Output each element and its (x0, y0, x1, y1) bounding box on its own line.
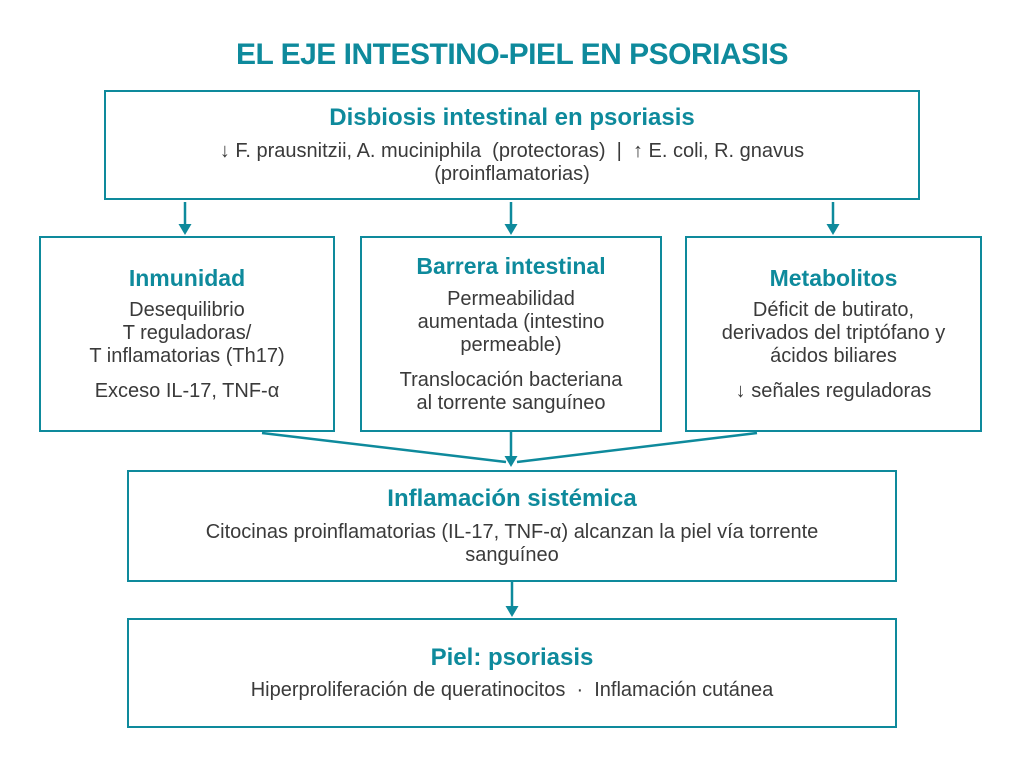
connector-metabolitos-to-systemic (516, 431, 758, 464)
systemic-inflammation-box: Inflamación sistémica Citocinas proinfla… (127, 470, 897, 582)
arrowhead-to-metabolitos-icon (826, 224, 840, 235)
dysbiosis-box: Disbiosis intestinal en psoriasis ↓ F. p… (104, 90, 920, 200)
inmunidad-heading: Inmunidad (128, 264, 246, 291)
skin-heading: Piel: psoriasis (430, 643, 594, 671)
metabolitos-body-1: Déficit de butirato, derivados del tript… (721, 299, 946, 368)
skin-psoriasis-box: Piel: psoriasis Hiperproliferación de qu… (127, 618, 897, 728)
skin-body: Hiperproliferación de queratinocitos · I… (250, 679, 774, 702)
metabolitos-box: Metabolitos Déficit de butirato, derivad… (685, 236, 982, 432)
inmunidad-body-1: Desequilibrio T reguladoras/ T inflamato… (89, 299, 285, 368)
arrowhead-to-systemic-icon (504, 456, 518, 467)
metabolitos-body-2: ↓ señales reguladoras (735, 380, 932, 403)
systemic-body: Citocinas proinflamatorias (IL-17, TNF-α… (205, 520, 819, 566)
barrera-heading: Barrera intestinal (416, 253, 606, 280)
dysbiosis-body: ↓ F. prausnitzii, A. muciniphila (protec… (219, 139, 805, 185)
barrera-body-1: Permeabilidad aumentada (intestino perme… (417, 287, 605, 356)
inmunidad-body-2: Exceso IL-17, TNF-α (94, 380, 280, 403)
arrowhead-to-inmunidad-icon (178, 224, 192, 235)
dysbiosis-heading: Disbiosis intestinal en psoriasis (329, 104, 695, 132)
systemic-heading: Inflamación sistémica (387, 485, 637, 513)
metabolitos-heading: Metabolitos (769, 264, 898, 291)
arrowhead-to-barrera-icon (504, 224, 518, 235)
connector-inmunidad-to-systemic (261, 431, 507, 464)
barrera-intestinal-box: Barrera intestinal Permeabilidad aumenta… (360, 236, 662, 432)
arrowhead-to-skin-icon (505, 606, 519, 617)
inmunidad-box: Inmunidad Desequilibrio T reguladoras/ T… (39, 236, 335, 432)
barrera-body-2: Translocación bacteriana al torrente san… (399, 368, 623, 414)
diagram-title: EL EJE INTESTINO-PIEL EN PSORIASIS (235, 38, 789, 71)
